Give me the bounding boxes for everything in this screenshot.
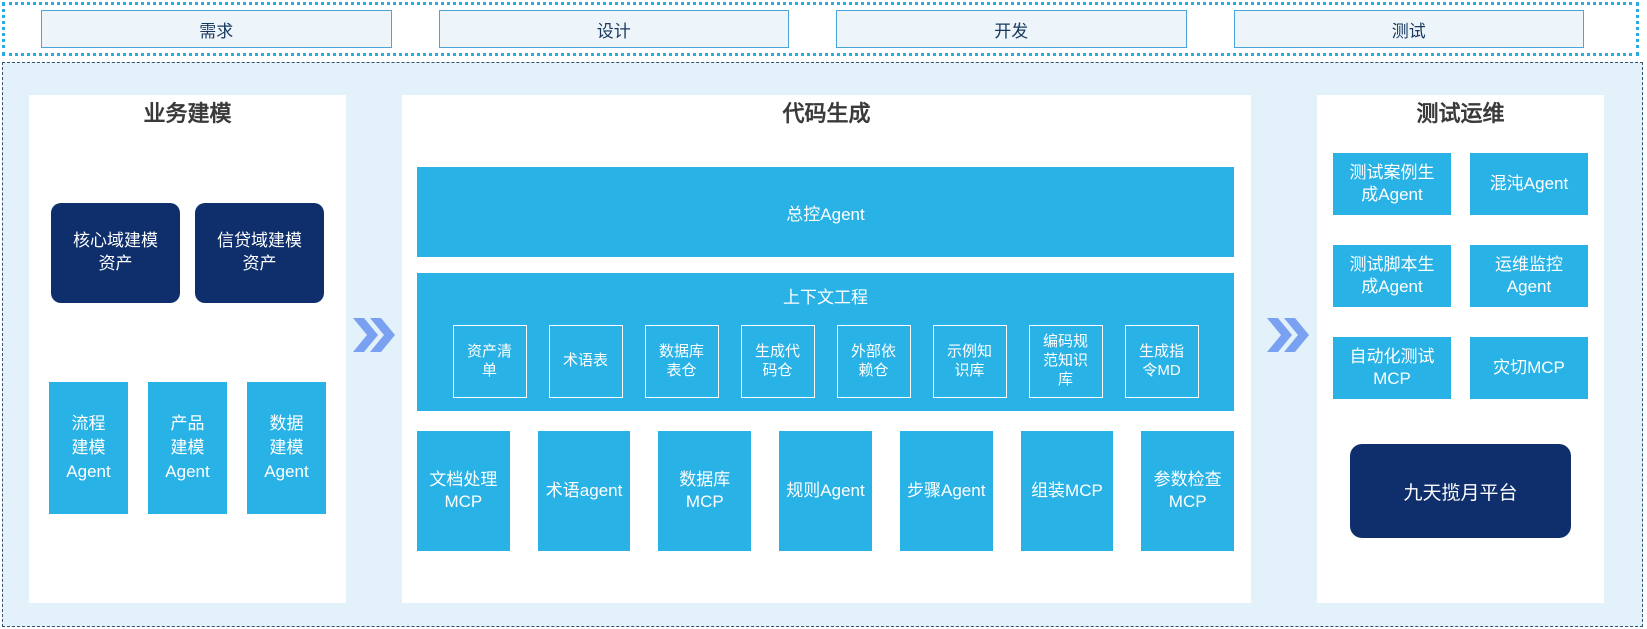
test-ops-title: 测试运维 (1416, 101, 1505, 126)
generated-code-repo-box: 生成代 码仓 (740, 325, 815, 398)
business-modeling-title: 业务建模 (143, 101, 232, 126)
process-modeling-agent-box: 流程 建模 Agent (49, 382, 128, 514)
phase-testing: 测试 (1233, 10, 1584, 48)
phase-design-label: 设计 (596, 21, 631, 41)
generation-instruction-md-box: 生成指 令MD (1124, 325, 1199, 398)
panel-business-modeling: 业务建模 核心域建模 资产 信贷域建模 资产 流程 建模 Agent 产品 建模… (29, 95, 346, 603)
flow-arrow-right-icon (1267, 318, 1309, 352)
jiutian-lanyue-platform-box: 九天揽月平台 (1350, 444, 1571, 538)
coding-standard-knowledge-base-box: 编码规 范知识 库 (1028, 325, 1103, 398)
context-engineering-title: 上下文工程 (783, 288, 868, 307)
document-processing-mcp-box: 文档处理 MCP (417, 431, 510, 551)
test-case-generation-agent-box: 测试案例生 成Agent (1333, 153, 1451, 215)
db-table-repo-box: 数据库 表仓 (644, 325, 719, 398)
chaos-agent-box: 混沌Agent (1470, 153, 1588, 215)
phase-requirements-label: 需求 (199, 21, 234, 41)
code-generation-title: 代码生成 (782, 101, 871, 126)
panel-test-ops: 测试运维 测试案例生 成Agent 混沌Agent 测试脚本生 成Agent 运… (1317, 95, 1604, 603)
phase-design: 设计 (438, 10, 789, 48)
glossary-box: 术语表 (548, 325, 623, 398)
ops-monitoring-agent-box: 运维监控 Agent (1470, 245, 1588, 307)
phase-development-label: 开发 (994, 21, 1029, 41)
master-control-agent-bar: 总控Agent (417, 167, 1234, 257)
terminology-agent-box: 术语agent (537, 431, 631, 551)
panel-code-generation: 代码生成 总控Agent 上下文工程 资产清 单 术语表 数据库 表仓 生成代 … (402, 95, 1251, 603)
automated-test-mcp-box: 自动化测试 MCP (1333, 337, 1451, 399)
rule-agent-box: 规则Agent (779, 431, 872, 551)
phase-development: 开发 (836, 10, 1187, 48)
assembly-mcp-box: 组装MCP (1020, 431, 1114, 551)
database-mcp-box: 数据库 MCP (658, 431, 752, 551)
test-script-generation-agent-box: 测试脚本生 成Agent (1333, 245, 1451, 307)
core-domain-assets-box: 核心域建模 资产 (51, 203, 180, 303)
credit-domain-assets-box: 信贷域建模 资产 (195, 203, 324, 303)
phase-bar: 需求 设计 开发 测试 (2, 2, 1639, 56)
flow-arrow-left-icon (353, 318, 395, 352)
phase-testing-label: 测试 (1391, 21, 1426, 41)
parameter-check-mcp-box: 参数检查 MCP (1141, 431, 1235, 551)
code-generation-tools-row: 文档处理 MCP 术语agent 数据库 MCP 规则Agent 步骤Agent… (417, 431, 1235, 551)
example-knowledge-base-box: 示例知 识库 (932, 325, 1007, 398)
modeling-agents-row: 流程 建模 Agent 产品 建模 Agent 数据 建模 Agent (29, 382, 346, 514)
disaster-switch-mcp-box: 灾切MCP (1470, 337, 1588, 399)
step-agent-box: 步骤Agent (899, 431, 993, 551)
data-modeling-agent-box: 数据 建模 Agent (247, 382, 326, 514)
modeling-assets-row: 核心域建模 资产 信贷域建模 资产 (29, 203, 346, 303)
test-ops-grid: 测试案例生 成Agent 混沌Agent 测试脚本生 成Agent 运维监控 A… (1333, 153, 1588, 399)
context-engineering-row: 资产清 单 术语表 数据库 表仓 生成代 码仓 外部依 赖仓 示例知 识库 编码… (417, 325, 1234, 398)
product-modeling-agent-box: 产品 建模 Agent (148, 382, 227, 514)
phase-requirements: 需求 (41, 10, 392, 48)
context-engineering-container: 上下文工程 资产清 单 术语表 数据库 表仓 生成代 码仓 外部依 赖仓 示例知… (417, 273, 1234, 411)
asset-list-box: 资产清 单 (452, 325, 527, 398)
external-dependency-repo-box: 外部依 赖仓 (836, 325, 911, 398)
main-container: 业务建模 核心域建模 资产 信贷域建模 资产 流程 建模 Agent 产品 建模… (2, 62, 1643, 627)
